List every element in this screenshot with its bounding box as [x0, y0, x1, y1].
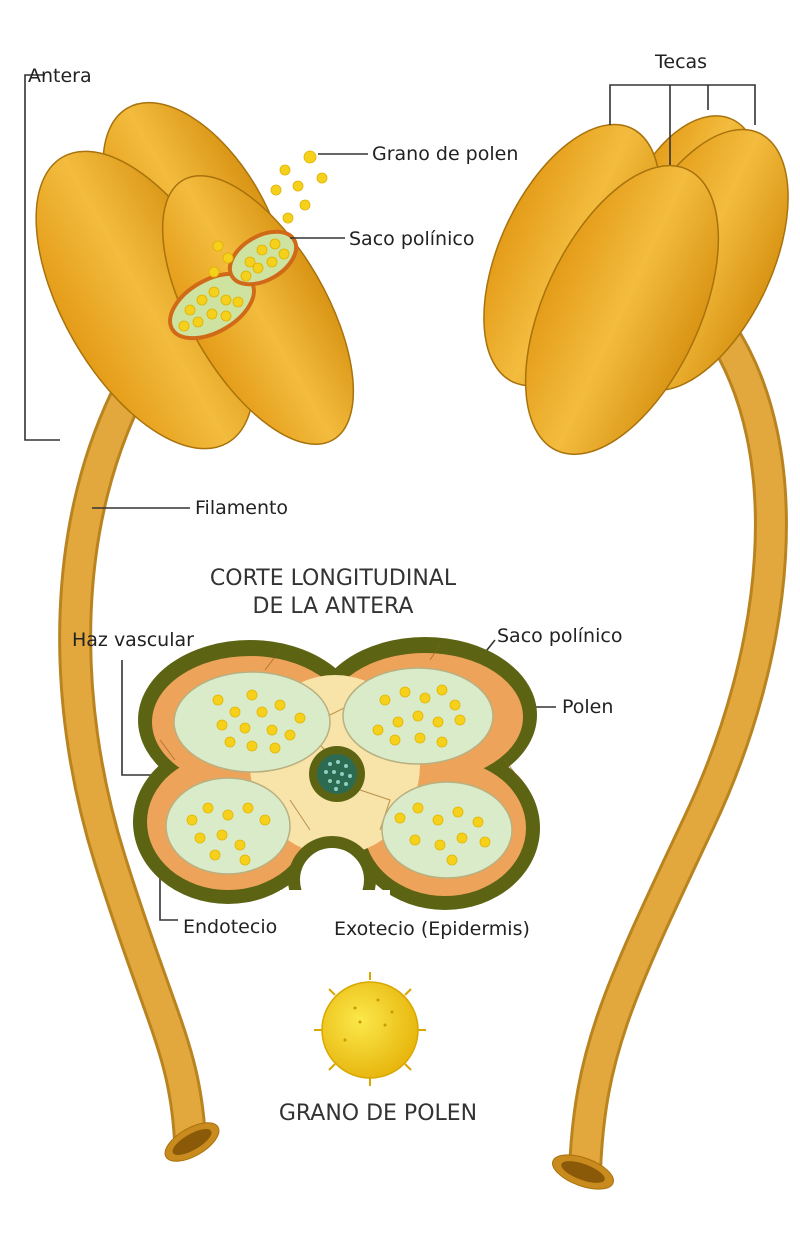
pollen-grain-illustration [314, 972, 426, 1086]
label-exotecio: Exotecio (Epidermis) [334, 918, 530, 940]
left-filament [58, 363, 220, 1162]
right-anther [483, 115, 789, 456]
released-pollen-grains [208, 150, 328, 278]
left-anther [35, 101, 355, 450]
label-grano-de-polen: Grano de polen [372, 143, 518, 165]
section-title-line1: CORTE LONGITUDINAL [210, 566, 457, 591]
pollen-in-sacs [186, 684, 491, 866]
section-title-line2: DE LA ANTERA [253, 594, 414, 619]
pollen-grain-title: GRANO DE POLEN [279, 1101, 477, 1126]
label-saco-polinico-section: Saco polínico [497, 625, 622, 647]
vascular-bundle [309, 746, 365, 802]
right-filament [552, 313, 788, 1190]
label-antera: Antera [28, 65, 92, 87]
label-polen: Polen [562, 696, 613, 718]
anther-cross-section [133, 637, 540, 950]
label-saco-polinico-top: Saco polínico [349, 228, 474, 250]
label-haz-vascular: Haz vascular [72, 629, 194, 651]
open-pollen-sac [168, 229, 299, 341]
label-endotecio: Endotecio [183, 916, 277, 938]
label-tecas: Tecas [654, 51, 707, 73]
label-filamento: Filamento [195, 497, 288, 519]
